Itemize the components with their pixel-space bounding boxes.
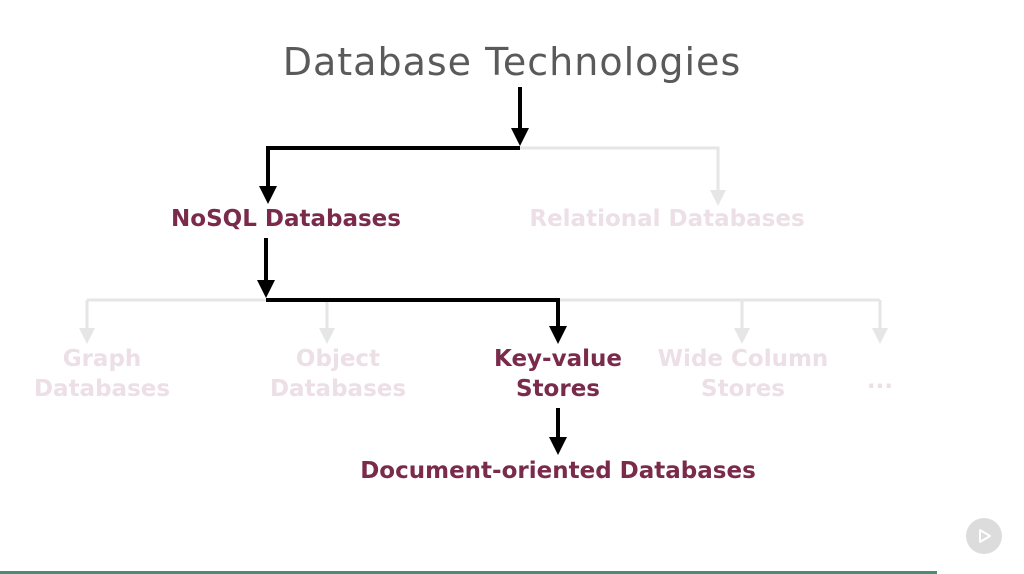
connector-to-keyvalue (266, 298, 560, 326)
player-button[interactable] (966, 518, 1002, 554)
arrowhead-keyvalue (549, 326, 567, 344)
node-keyvalue-line1: Key-value (494, 346, 622, 372)
node-widecolumn: Wide Column Stores (652, 344, 834, 404)
node-document-label: Document-oriented Databases (360, 458, 756, 484)
node-keyvalue-line2: Stores (516, 376, 600, 402)
arrowhead-nosql (259, 186, 277, 204)
node-object: Object Databases (258, 344, 418, 404)
active-connectors (257, 87, 567, 455)
arrowhead-nosql-down (257, 280, 275, 298)
play-icon (979, 529, 991, 543)
node-graph-line2: Databases (33, 376, 171, 402)
node-nosql: NoSQL Databases (168, 204, 404, 234)
faded-connectors (79, 146, 888, 344)
arrowhead-document (549, 437, 567, 455)
arrowhead-relational (710, 190, 726, 206)
node-relational-label: Relational Databases (529, 206, 805, 232)
node-widecolumn-line1: Wide Column (657, 346, 829, 372)
node-keyvalue: Key-value Stores (478, 344, 638, 404)
node-graph: Graph Databases (22, 344, 182, 404)
node-more-label: ... (866, 368, 894, 394)
node-more: ... (850, 366, 910, 396)
node-relational: Relational Databases (528, 204, 806, 234)
node-graph-line1: Graph (62, 346, 142, 372)
node-object-line2: Databases (269, 376, 407, 402)
connector-to-nosql (266, 146, 520, 186)
arrowhead-title (511, 128, 529, 146)
arrowhead-more (872, 328, 888, 344)
arrowhead-graph (79, 328, 95, 344)
arrowhead-object (319, 328, 335, 344)
node-object-line1: Object (295, 346, 381, 372)
progress-bar (0, 571, 937, 574)
diagram-title: Database Technologies (282, 40, 742, 84)
node-widecolumn-line2: Stores (701, 376, 785, 402)
node-document: Document-oriented Databases (348, 456, 768, 486)
node-nosql-label: NoSQL Databases (171, 206, 401, 232)
arrowhead-widecolumn (734, 328, 750, 344)
connector-to-relational (520, 146, 720, 192)
